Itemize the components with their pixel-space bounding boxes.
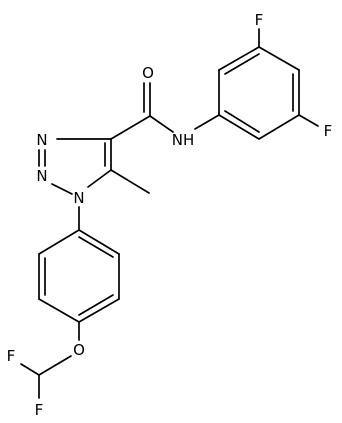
bond-r2-c1-c2 [78, 229, 120, 255]
bond-n1-c5 [87, 169, 112, 188]
bond-o-chf2 [38, 355, 72, 376]
atom-n1-ring: N [73, 189, 84, 207]
bond-aryl-nh [194, 114, 220, 130]
atom-n-ring-upper: N [36, 131, 47, 149]
atom-n-ring-lower: N [36, 167, 47, 185]
bond-nh-carbonyl [149, 115, 174, 133]
atom-nh-amide: NH [172, 131, 195, 149]
bond-r1-c6-c1-inner [224, 53, 260, 75]
atom-o-ether: O [73, 341, 85, 359]
atom-f-chf2-left: F [7, 347, 16, 365]
bond-r2-c4-c5 [38, 298, 80, 323]
bond-r2-c3-c4 [78, 298, 120, 323]
bond-r2-c1-c2-inner [78, 236, 114, 258]
atom-f-chf2-bottom: F [35, 401, 44, 419]
atom-labels: F F O NH N N N O F F [7, 11, 333, 419]
bond-r1-c3-c4 [258, 114, 300, 140]
atom-o-carbonyl: O [142, 64, 154, 82]
bond-carbonyl-c4 [110, 115, 151, 140]
bond-r1-c6-c1 [218, 46, 260, 71]
bond-r2-c6-c1 [38, 229, 80, 255]
bond-c3-f-right [298, 114, 319, 127]
bond-r1-c4-c5 [218, 114, 260, 140]
bond-r1-c4-c5-inner [224, 110, 260, 133]
bond-chf2-f-left [20, 363, 40, 376]
bond-c5-methyl [110, 169, 150, 194]
bond-r2-c3-c4-inner [78, 294, 114, 316]
bonds [20, 28, 319, 399]
bond-r1-c1-c2 [258, 46, 300, 71]
atom-f-right: F [324, 122, 333, 140]
bond-n2-n1 [51, 183, 73, 195]
atom-f-top: F [255, 11, 264, 29]
